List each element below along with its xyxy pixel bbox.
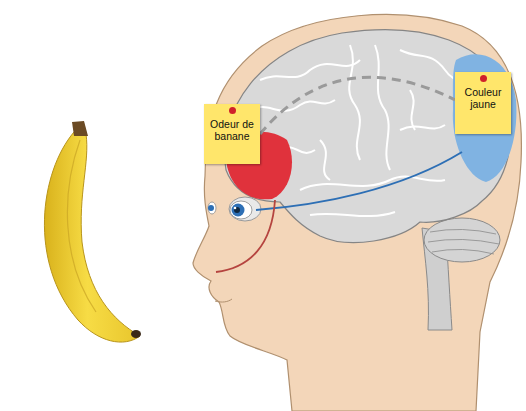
pin — [480, 75, 487, 82]
olfactory-pathway — [216, 200, 275, 272]
visual-area — [453, 54, 517, 182]
sticky-note: Couleur jaune — [455, 72, 511, 134]
note-label: Couleur jaune — [459, 86, 507, 110]
note-label: Odeur de banane — [208, 118, 256, 142]
dashed-connection — [260, 77, 455, 134]
eye — [208, 197, 261, 221]
head-profile — [193, 15, 521, 411]
banana — [44, 121, 141, 342]
optic-pathway — [256, 152, 462, 210]
brain — [225, 30, 511, 330]
sticky-note: Odeur de banane — [204, 104, 260, 164]
pin — [229, 107, 236, 114]
